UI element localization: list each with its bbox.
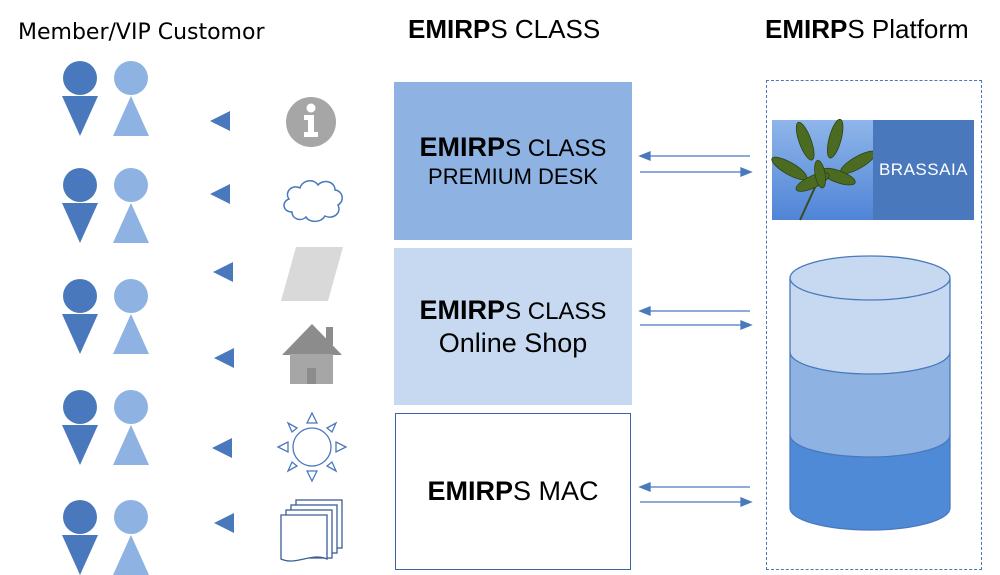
left-arrow-icon [213,262,233,282]
person-pair-3 [62,279,149,354]
left-arrow-icon [212,438,232,458]
premium-desk-title-bold: EMIRP [419,132,506,163]
platform-title-rest: S Platform [847,14,969,44]
banner-image [771,118,974,221]
premium-desk-box: EMIRPS CLASS PREMIUM DESK [394,82,632,240]
class-title-rest: S CLASS [490,14,601,44]
premium-desk-title: EMIRPS CLASS [420,131,607,164]
online-shop-box: EMIRPS CLASS Online Shop [394,248,632,405]
platform-column-title: EMIRPS Platform [765,14,969,45]
left-arrow-icon [214,348,234,368]
person-pair-1 [62,61,149,136]
member-person-icon [62,61,98,136]
vip-person-icon [113,279,149,354]
vip-person-icon [113,500,149,575]
left-arrow-icon [210,111,230,131]
mac-title-bold: EMIRP [427,476,513,507]
person-pair-5 [62,500,149,575]
member-person-icon [62,168,98,243]
sun-icon [276,411,348,483]
online-shop-title-rest: S CLASS [505,297,607,325]
brand-label: BRASSAIA [878,160,969,179]
member-person-icon [62,500,98,575]
premium-desk-subtitle: PREMIUM DESK [428,164,598,190]
parallelogram-icon [281,247,343,301]
connection-arrows [638,151,753,507]
house-icon [282,324,342,384]
platform-frame [766,80,982,570]
mac-box: EMIRPS MAC [395,413,631,570]
class-title-bold: EMIRP [408,14,491,44]
online-shop-subtitle: Online Shop [438,327,588,358]
class-column-title: EMIRPS CLASS [408,14,600,45]
person-pair-2 [62,168,149,243]
mac-title-rest: S MAC [513,476,599,507]
vip-person-icon [113,390,149,465]
vip-person-icon [113,61,149,136]
mac-title: EMIRPS MAC [427,475,598,507]
cloud-icon [283,180,343,223]
members-column-title: Member/VIP Customor [18,20,265,45]
left-arrow-icon [214,513,234,533]
premium-desk-title-rest: S CLASS [505,135,607,163]
left-arrow-icon [210,184,230,204]
document-stack-icon [280,499,343,562]
online-shop-title-bold: EMIRP [419,294,506,325]
online-shop-title: EMIRPS CLASS [420,294,607,327]
info-icon [286,97,336,147]
platform-title-bold: EMIRP [765,14,848,44]
person-pair-4 [62,390,149,465]
member-person-icon [62,390,98,465]
database-icon [789,255,951,531]
member-person-icon [62,279,98,354]
vip-person-icon [113,168,149,243]
